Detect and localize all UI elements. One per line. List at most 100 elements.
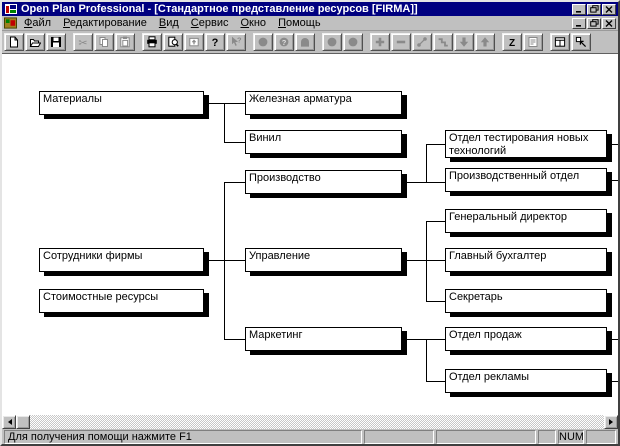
tree-node-sales-dept[interactable]: Отдел продаж [445, 327, 607, 351]
svg-text:?: ? [237, 36, 242, 45]
connector-line [205, 260, 224, 261]
node-tool-2-button[interactable]: ? [274, 32, 294, 51]
child-minimize-button[interactable] [572, 17, 586, 29]
open-folder-icon [29, 38, 41, 47]
printer-icon [147, 35, 157, 47]
status-panel [364, 430, 434, 444]
horizontal-scrollbar[interactable] [2, 415, 618, 429]
menu-view[interactable]: Вид [158, 17, 179, 29]
move-down-button[interactable] [454, 32, 474, 51]
close-button[interactable] [602, 3, 616, 15]
tree-node-label: Винил [249, 132, 282, 144]
tree-node-employees[interactable]: Сотрудники фирмы [39, 248, 204, 272]
tree-node-iron-fittings[interactable]: Железная арматура [245, 91, 402, 115]
sort-button[interactable]: Z [502, 32, 522, 51]
indent-item-button[interactable] [433, 32, 453, 51]
tree-node-secretary[interactable]: Секретарь [445, 289, 607, 313]
split-window-icon [554, 36, 566, 47]
tree-node-label: Стоимостные ресурсы [43, 291, 159, 303]
node-tool-1-button[interactable] [253, 32, 273, 51]
menu-edit[interactable]: Редактирование [63, 17, 147, 29]
cut-button[interactable]: ✂ [73, 32, 93, 51]
question-mark-icon: ? [212, 37, 219, 48]
restore-button[interactable] [587, 3, 601, 15]
expand-view-button[interactable] [571, 32, 591, 51]
window-arrow-icon [189, 37, 199, 46]
connector-line [224, 339, 245, 340]
menu-file[interactable]: Файл [24, 17, 52, 29]
tree-node-general-director[interactable]: Генеральный директор [445, 209, 607, 233]
steps-icon [438, 37, 448, 46]
tile-view-button[interactable] [550, 32, 570, 51]
connector-line [426, 339, 445, 340]
child-restore-button[interactable] [587, 17, 601, 29]
letter-z-icon: Z [509, 38, 515, 48]
corner-arrow-icon [575, 36, 587, 47]
child-close-button[interactable] [602, 17, 616, 29]
circle-icon [258, 37, 268, 46]
menu-window[interactable]: Окно [240, 17, 267, 29]
page-magnifier-icon [168, 36, 179, 47]
tree-node-cost-resources[interactable]: Стоимостные ресурсы [39, 289, 204, 313]
new-document-button[interactable] [4, 32, 24, 51]
tree-node-production[interactable]: Производство [245, 170, 402, 194]
connector-line [426, 339, 427, 382]
update-data-button[interactable] [184, 32, 204, 51]
connector-line [407, 339, 426, 340]
node-tool-4-button[interactable] [322, 32, 342, 51]
connector-line [426, 381, 445, 382]
scrollbar-thumb[interactable] [16, 415, 30, 429]
save-button[interactable] [46, 32, 66, 51]
paste-button[interactable] [115, 32, 135, 51]
tree-node-label: Отдел продаж [449, 329, 522, 341]
tree-node-management[interactable]: Управление [245, 248, 402, 272]
connector-line [224, 182, 225, 340]
tree-node-chief-accountant[interactable]: Главный бухгалтер [445, 248, 607, 272]
tree-node-production-dept[interactable]: Производственный отдел [445, 168, 607, 192]
text-page-icon [528, 36, 538, 47]
connector-line [224, 182, 245, 183]
add-item-button[interactable] [370, 32, 390, 51]
connector-line [407, 260, 426, 261]
tree-node-label: Генеральный директор [449, 211, 567, 223]
node-tool-3-button[interactable] [295, 32, 315, 51]
scroll-right-button[interactable] [604, 415, 618, 429]
tree-node-materials[interactable]: Материалы [39, 91, 204, 115]
svg-text:?: ? [282, 37, 287, 46]
tree-node-label: Производственный отдел [449, 170, 580, 182]
scroll-left-button[interactable] [2, 415, 16, 429]
right-arrow-icon [608, 419, 616, 425]
tree-node-vinyl[interactable]: Винил [245, 130, 402, 154]
copy-button[interactable] [94, 32, 114, 51]
two-pages-icon [99, 36, 108, 47]
context-help-button[interactable]: ? [226, 32, 246, 51]
tree-node-testing-dept[interactable]: Отдел тестирования новых технологий [445, 130, 607, 158]
help-button[interactable]: ? [205, 32, 225, 51]
status-panel [436, 430, 536, 444]
notes-button[interactable] [523, 32, 543, 51]
arrow-up-icon [480, 36, 490, 46]
connector-line [224, 103, 245, 104]
connector-line [426, 182, 445, 183]
node-tool-5-button[interactable] [343, 32, 363, 51]
open-file-button[interactable] [25, 32, 45, 51]
print-preview-button[interactable] [163, 32, 183, 51]
link-items-button[interactable] [412, 32, 432, 51]
document-icon[interactable] [4, 17, 17, 29]
menu-tools[interactable]: Сервис [190, 17, 229, 29]
tree-node-advertising-dept[interactable]: Отдел рекламы [445, 369, 607, 393]
print-button[interactable] [142, 32, 162, 51]
tree-node-label: Маркетинг [249, 329, 303, 341]
app-icon [4, 3, 18, 15]
svg-text:✂: ✂ [78, 37, 87, 48]
minimize-button[interactable] [572, 3, 586, 15]
arrow-question-icon: ? [232, 36, 242, 46]
remove-item-button[interactable] [391, 32, 411, 51]
tree-node-marketing[interactable]: Маркетинг [245, 327, 402, 351]
status-panel [586, 430, 616, 444]
move-up-button[interactable] [475, 32, 495, 51]
connector-line [224, 260, 245, 261]
linked-dots-icon [417, 36, 427, 47]
menu-help[interactable]: Помощь [278, 17, 321, 29]
